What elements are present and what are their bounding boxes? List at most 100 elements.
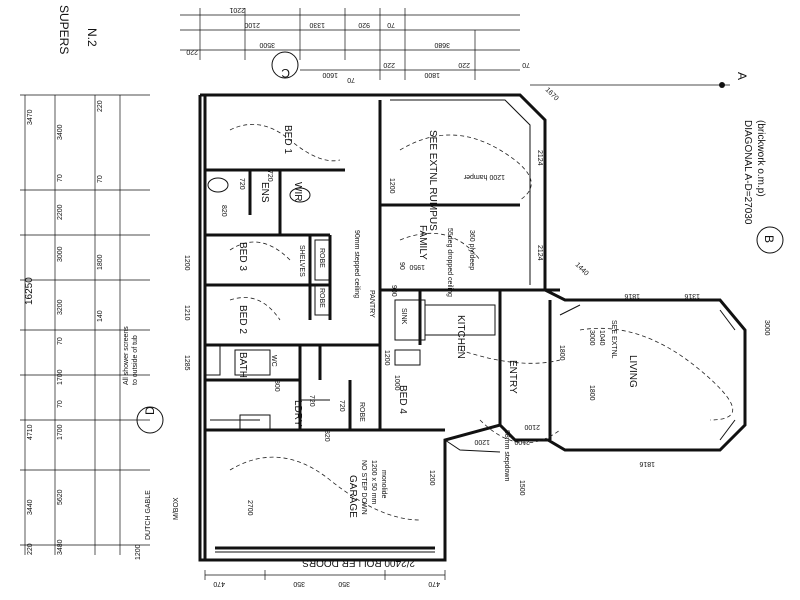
room-wc: WC [270,355,277,367]
stepdown-note: 88mm stepdown [503,430,510,481]
top-dim-1: 2100 [244,21,260,28]
garage-doors [204,546,446,580]
left-dim-7: 1800 [97,254,104,270]
small-label-9: 720 [338,400,345,412]
section-marker-c-circle [271,51,299,79]
room-living-sub: SEE EXTNL [610,320,617,359]
left-dim-20: 1200 [135,544,142,560]
diagonal-note: DIAGONAL A-D=27030 [742,120,753,225]
robe-label-1: ROBE [318,248,325,268]
section-marker-c: C [281,66,290,80]
diagonal-note-2: (brickwork o.m.p) [755,120,766,197]
left-dim-13: 1700 [57,424,64,440]
small-label-20: 1285 [183,355,190,371]
small-label-10: 800 [273,380,280,392]
small-label-14: 1000 [393,375,400,391]
right-dim-5: 1316 [684,292,700,299]
title-n2: N.2 [85,28,99,47]
title-supers: SUPERS [57,5,71,54]
robe-label-2: ROBE [318,288,325,308]
left-dim-11: 1700 [57,369,64,385]
top-dim-11: 1800 [424,71,440,78]
room-wir: WIR [292,182,303,201]
room-ldry: LDRY [292,400,303,427]
right-dim-6: 1816 [624,292,640,299]
small-label-16: 3000 [588,330,595,346]
left-dim-5: 70 [97,175,104,183]
garage-note-1: NO STEP DOWN [360,460,367,515]
section-marker-a: A [735,72,749,80]
top-dim-5: 70 [387,21,395,28]
left-dim-3: 70 [57,174,64,182]
top-dim-13: 70 [522,61,530,68]
small-label-17: 1800 [588,385,595,401]
small-label-5: 1950 [409,263,425,270]
dutch-gable-note: DUTCH GABLE [145,490,152,540]
top-dim-4: 220 [186,48,198,55]
bottom-dim-1: 350 [293,580,305,587]
electrical-layout [229,124,734,521]
top-dim-6: 3500 [259,41,275,48]
left-dim-1: 3400 [57,124,64,140]
small-label-12: 2700 [246,500,253,516]
section-marker-d-circle [136,406,164,434]
right-dim-4: 1040 [598,330,605,346]
interior-walls [205,100,560,440]
room-family: FAMILY [417,225,428,260]
room-rumpus: SEE EXTNL RUMPUS [427,130,438,231]
section-marker-b: B [762,235,776,243]
section-marker-b-circle [756,226,784,254]
pantry-label: PANTRY [368,290,375,318]
small-label-13: 1200 [428,470,435,486]
family-note-2: 55deg dropped ceiling [446,228,453,297]
small-label-0: 720 [238,178,245,190]
right-dim-1: 1440 [574,261,590,277]
room-bed4: BED 4 [397,385,408,414]
shelves-label: SHELVES [298,245,305,277]
left-dim-14: 4710 [27,424,34,440]
top-dim-12: 220 [458,61,470,68]
small-label-15: 2100 [524,423,540,430]
room-entry: ENTRY [507,360,518,394]
left-dimension-lines [20,94,150,555]
top-dim-0: 2201 [229,6,245,13]
room-bed2: BED 2 [237,305,248,334]
small-label-21: 1200 [183,255,190,271]
left-dim-19: 16250 [24,277,35,305]
top-dim-9: 3680 [434,41,450,48]
left-dim-10: 70 [57,337,64,345]
left-dim-16: 3440 [27,499,34,515]
left-dim-2: 220 [97,100,104,112]
robe-label-3: ROBE [358,402,365,422]
roller-doors-label: 2/2400 ROLLER DOORS [302,557,415,568]
left-dim-17: 220 [27,543,34,555]
small-label-1: 820 [220,205,227,217]
shower-note-2: to outside of tub [132,335,139,385]
ceiling-note: 90mm stepped ceiling [353,230,360,298]
hamper-label: 1200 hamper [463,173,505,180]
exterior-walls [198,93,747,562]
right-dim-9: 2100 [514,438,530,445]
small-label-7: 720 [308,395,315,407]
left-dim-4: 2200 [57,204,64,220]
shower-note: All shower screens [123,326,130,385]
fixtures [204,177,496,431]
right-dim-7: 1816 [639,460,655,467]
right-dim-2: 2124 [536,150,543,166]
small-label-11: 1200 [383,350,390,366]
family-note: 360 ply/deep [468,230,475,270]
left-dim-9: 140 [97,310,104,322]
small-label-2: 720 [266,170,273,182]
room-ens: ENS [259,182,270,203]
bottom-dim-3: 470 [428,580,440,587]
top-dim-8: 70 [347,76,355,83]
garage-note-2: 1200 x 50 mm [370,460,377,505]
left-dim-6: 3000 [57,246,64,262]
room-bed1: BED 1 [282,125,293,154]
left-dim-8: 3200 [57,299,64,315]
top-dim-2: 1330 [309,21,325,28]
left-dim-18: 3480 [57,539,64,555]
garage-note-3: monolide [380,470,387,499]
right-dim-8: 1200 [474,438,490,445]
